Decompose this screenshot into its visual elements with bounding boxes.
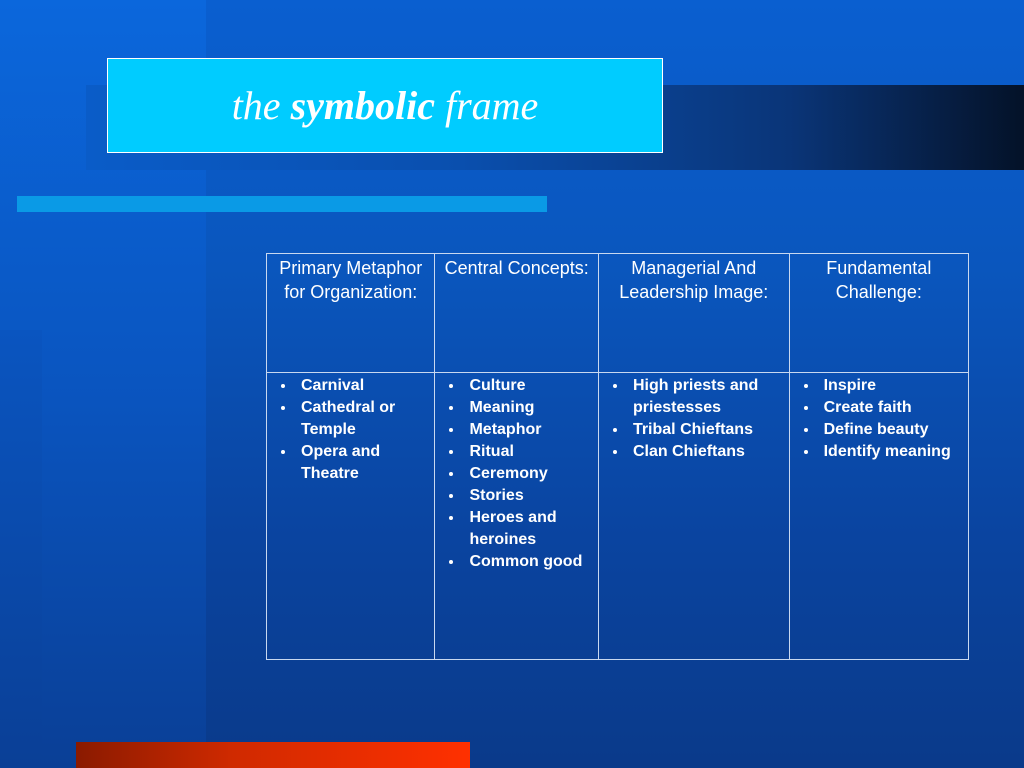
list-central-concepts: Culture Meaning Metaphor Ritual Ceremony… <box>439 375 593 573</box>
background-left-strip <box>0 330 42 768</box>
header-primary-metaphor: Primary Metaphor for Organization: <box>265 253 436 373</box>
bottom-accent-bar <box>76 742 470 768</box>
list-fundamental-challenge: Inspire Create faith Define beauty Ident… <box>794 375 964 463</box>
title-suffix: frame <box>444 83 539 128</box>
list-item: Metaphor <box>439 419 593 441</box>
cell-leadership-image: High priests and priestesses Tribal Chie… <box>597 372 790 660</box>
title-prefix: the <box>231 83 281 128</box>
list-item: Ritual <box>439 441 593 463</box>
list-item: Stories <box>439 485 593 507</box>
title-bold-word: symbolic <box>290 83 435 128</box>
list-leadership-image: High priests and priestesses Tribal Chie… <box>603 375 785 463</box>
list-item: Meaning <box>439 397 593 419</box>
list-item: Heroes and heroines <box>439 507 593 551</box>
title-box: the symbolic frame <box>107 58 663 153</box>
list-item: Cathedral or Temple <box>271 397 430 441</box>
list-item: Opera and Theatre <box>271 441 430 485</box>
list-item: Identify meaning <box>794 441 964 463</box>
list-item: Tribal Chieftans <box>603 419 785 441</box>
list-item: Ceremony <box>439 463 593 485</box>
header-leadership-image: Managerial And Leadership Image: <box>597 253 790 373</box>
list-item: Culture <box>439 375 593 397</box>
cell-primary-metaphor: Carnival Cathedral or Temple Opera and T… <box>265 372 436 660</box>
cell-fundamental-challenge: Inspire Create faith Define beauty Ident… <box>788 372 970 660</box>
header-central-concepts: Central Concepts: <box>434 253 599 373</box>
list-primary-metaphor: Carnival Cathedral or Temple Opera and T… <box>271 375 430 485</box>
list-item: Clan Chieftans <box>603 441 785 463</box>
list-item: High priests and priestesses <box>603 375 785 419</box>
slide-title: the symbolic frame <box>232 82 539 129</box>
symbolic-frame-table: Primary Metaphor for Organization: Centr… <box>265 253 970 660</box>
header-fundamental-challenge: Fundamental Challenge: <box>788 253 970 373</box>
list-item: Carnival <box>271 375 430 397</box>
table-header-row: Primary Metaphor for Organization: Centr… <box>265 253 970 373</box>
list-item: Common good <box>439 551 593 573</box>
accent-bar <box>17 196 547 212</box>
cell-central-concepts: Culture Meaning Metaphor Ritual Ceremony… <box>434 372 599 660</box>
list-item: Define beauty <box>794 419 964 441</box>
table-row: Carnival Cathedral or Temple Opera and T… <box>265 372 970 660</box>
list-item: Inspire <box>794 375 964 397</box>
list-item: Create faith <box>794 397 964 419</box>
